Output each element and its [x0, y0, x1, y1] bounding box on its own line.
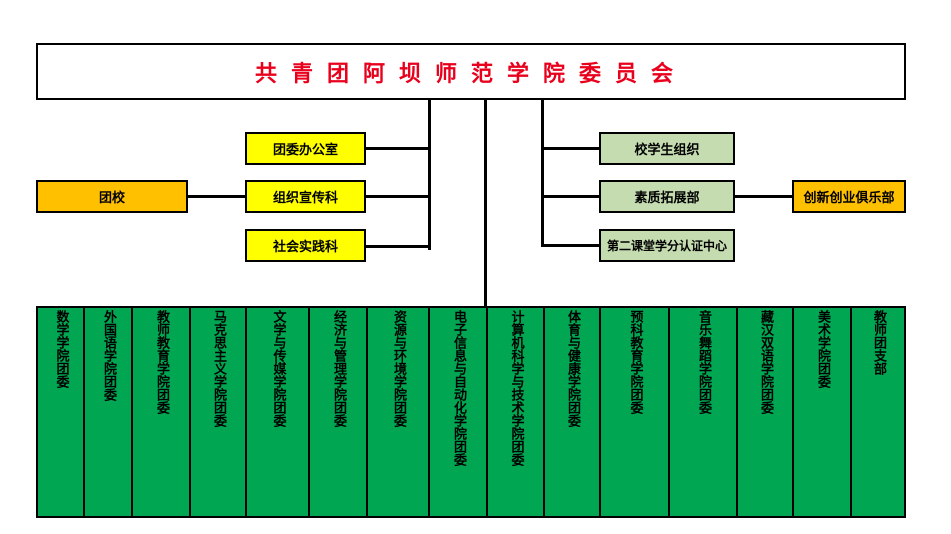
- unit-box: 素质拓展部: [599, 180, 735, 213]
- department-box: 马克思主义学院团委: [189, 306, 247, 518]
- department-box: 电子信息与自动化学院团委: [428, 306, 488, 518]
- department-label: 经济与管理学院团委: [331, 310, 346, 427]
- connector-office-3: [366, 245, 430, 248]
- department-box: 美术学院团委: [792, 306, 852, 518]
- connector-club: [735, 195, 792, 198]
- department-box: 计算机科学与技术学院团委: [486, 306, 545, 518]
- department-label: 教师团支部: [871, 310, 886, 375]
- department-label: 预科教育学院团委: [627, 310, 643, 414]
- office-box: 团委办公室: [245, 132, 366, 165]
- department-box: 体育与健康学院团委: [543, 306, 601, 518]
- connector-unit-2: [541, 195, 599, 198]
- office-box: 组织宣传科: [245, 180, 366, 213]
- department-label: 体育与健康学院团委: [565, 310, 580, 427]
- department-box: 外国语学院团委: [83, 306, 133, 518]
- connector-unit-3: [541, 244, 599, 247]
- department-label: 计算机科学与技术学院团委: [508, 310, 524, 466]
- office-box: 社会实践科: [245, 229, 366, 262]
- department-label: 外国语学院团委: [101, 310, 116, 401]
- unit-box: 第二课堂学分认证中心: [599, 229, 735, 262]
- club-box: 创新创业俱乐部: [792, 180, 906, 213]
- right-branch-vertical: [541, 100, 544, 247]
- department-box: 经济与管理学院团委: [308, 306, 368, 518]
- connector-unit-1: [541, 147, 599, 150]
- department-label: 美术学院团委: [815, 310, 830, 388]
- department-box: 音乐舞蹈学院团委: [668, 306, 738, 518]
- department-label: 藏汉双语学院团委: [758, 310, 773, 414]
- left-branch-vertical: [428, 100, 431, 250]
- department-label: 电子信息与自动化学院团委: [451, 310, 466, 466]
- department-box: 预科教育学院团委: [599, 306, 670, 518]
- connector-office-1: [366, 147, 430, 150]
- department-label: 教师教育学院团委: [154, 310, 169, 414]
- connector-office-2: [366, 195, 430, 198]
- department-box: 藏汉双语学院团委: [736, 306, 794, 518]
- department-label: 马克思主义学院团委: [211, 310, 226, 427]
- org-title: 共青团阿坝师范学院委员会: [36, 43, 906, 100]
- connector-school: [188, 195, 246, 198]
- department-box: 数学学院团委: [36, 306, 85, 518]
- department-box: 教师团支部: [850, 306, 906, 518]
- department-label: 数学学院团委: [53, 310, 69, 388]
- department-label: 文学与传媒学院团委: [270, 310, 286, 427]
- department-box: 文学与传媒学院团委: [245, 306, 310, 518]
- trunk-line: [484, 100, 487, 306]
- school-box: 团校: [36, 180, 188, 213]
- department-label: 资源与环境学院团委: [391, 310, 406, 427]
- department-label: 音乐舞蹈学院团委: [696, 310, 711, 414]
- department-box: 教师教育学院团委: [131, 306, 191, 518]
- department-box: 资源与环境学院团委: [366, 306, 430, 518]
- unit-box: 校学生组织: [599, 132, 735, 165]
